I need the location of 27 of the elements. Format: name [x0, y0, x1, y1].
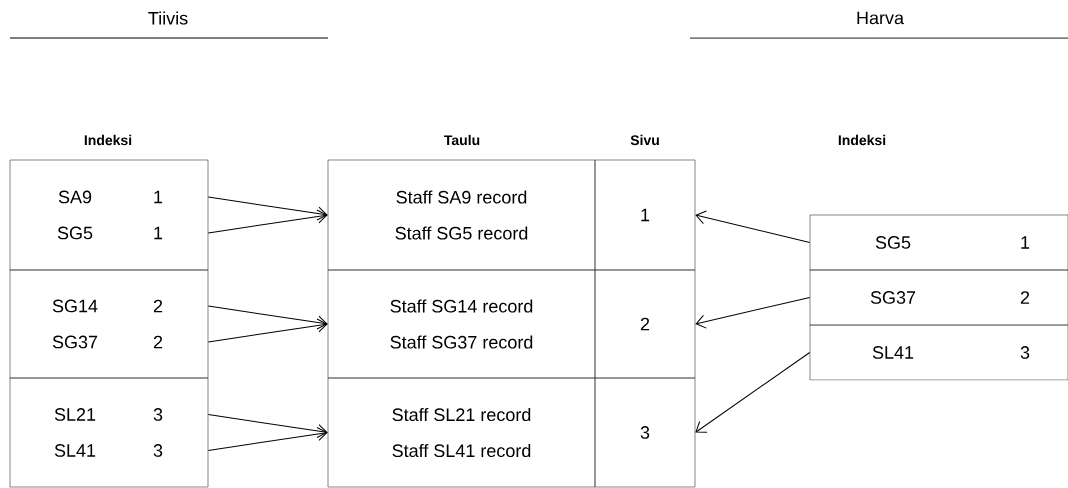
arrow — [207, 305, 328, 330]
arrow — [207, 318, 328, 343]
arrow — [695, 297, 811, 329]
heading-text: Harva — [857, 11, 904, 25]
record-cell: Staff SA9 record Staff SG5 record — [327, 159, 596, 271]
column-header: Indeksi — [838, 134, 886, 146]
page-cell: 2 — [594, 269, 696, 379]
arrow — [207, 427, 328, 451]
index-row: SG5 1 — [809, 214, 1068, 271]
index-box: SA9 1 SG5 1 — [9, 159, 209, 271]
page-cell: 1 — [594, 159, 696, 271]
column-header: Indeksi — [84, 134, 132, 146]
heading-text: Tiivis — [148, 11, 188, 25]
arrow — [695, 210, 811, 243]
index-box: SG14 2 SG37 2 — [9, 269, 209, 379]
arrow — [695, 352, 811, 433]
arrow — [207, 196, 328, 221]
arrow — [207, 414, 328, 438]
page-cell: 3 — [594, 377, 696, 488]
index-row: SL41 3 — [809, 324, 1068, 381]
record-cell: Staff SG14 record Staff SG37 record — [327, 269, 596, 379]
record-cell: Staff SL21 record Staff SL41 record — [327, 377, 596, 488]
index-row: SG37 2 — [809, 269, 1068, 326]
column-header: Taulu — [444, 134, 480, 146]
index-box: SL21 3 SL41 3 — [9, 377, 209, 488]
arrow — [207, 209, 328, 234]
column-header: Sivu — [630, 134, 659, 146]
